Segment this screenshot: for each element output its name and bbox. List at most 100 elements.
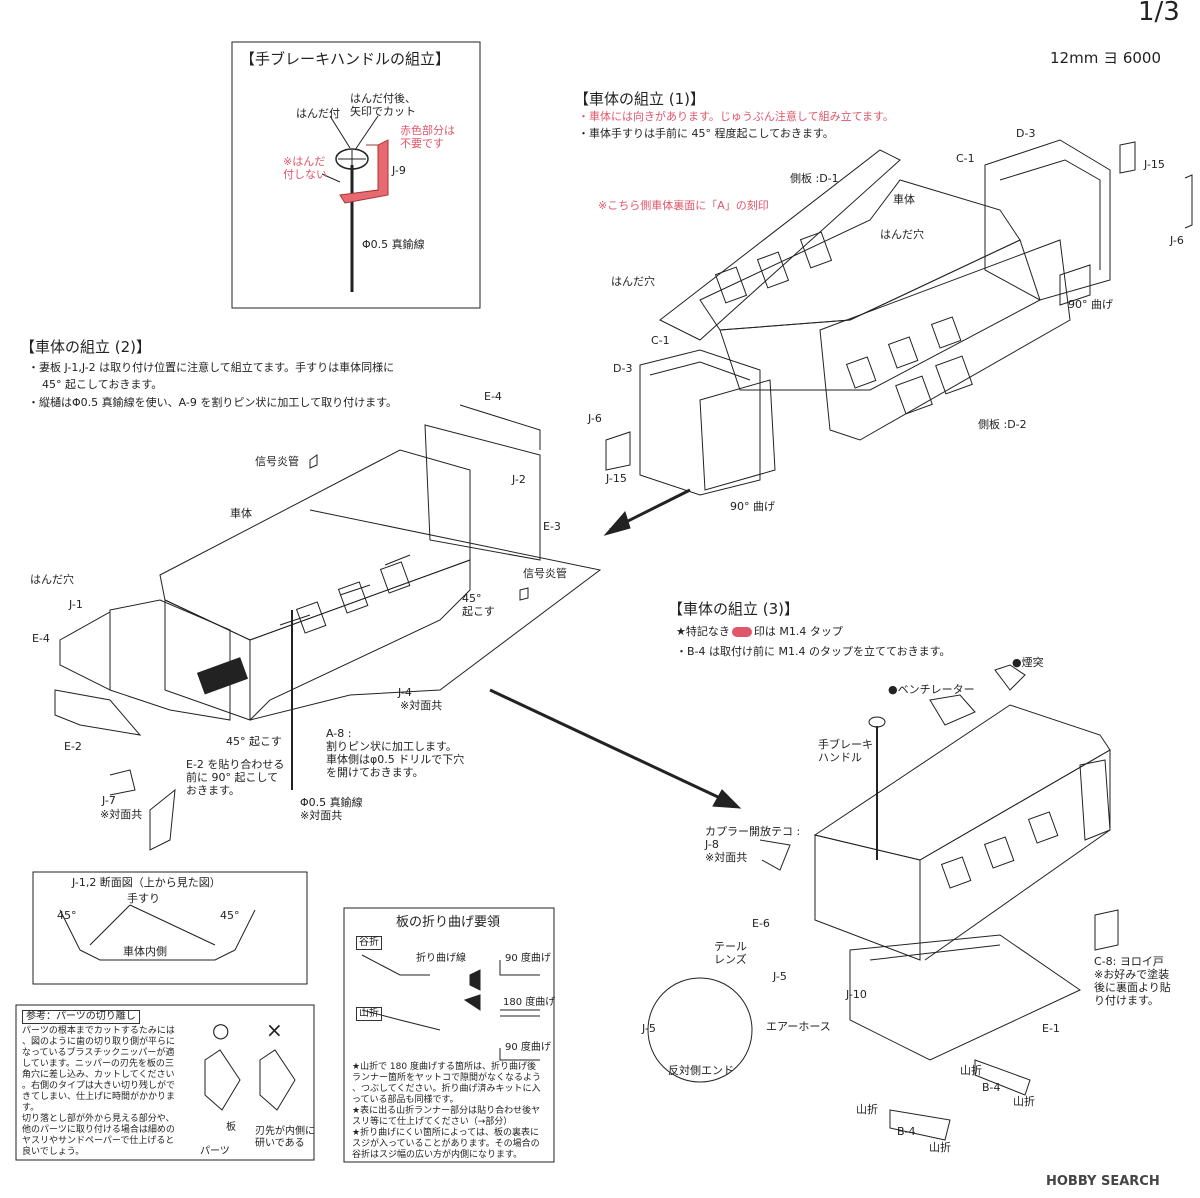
cutting-plate-label: 板: [226, 1122, 236, 1133]
a8-note: 割りピン状に加工します。 車体側はφ0.5 ドリルで下穴 を開けておきます。: [326, 740, 465, 779]
bending-90b: 90 度曲げ: [505, 1042, 551, 1053]
b4-note: ・B-4 は取付け前に M1.4 のタップを立てておきます。: [676, 645, 951, 658]
cutting-line: しています。ニッパーの刃先を板の三: [22, 1059, 174, 1069]
cutting-frame: [15, 1004, 315, 1161]
label-chimney: ●煙突: [1012, 656, 1044, 669]
handbrake-frame: [231, 41, 481, 309]
label-side-d1: 側板 :D-1: [790, 172, 839, 185]
cutting-line: 、図のように歯の切り取り側が平らに: [22, 1037, 176, 1047]
label-bend90-bottom: 90° 曲げ: [730, 500, 775, 513]
label-e4-top: E-4: [484, 390, 502, 403]
bending-note-line: 、つぶしてください。折り曲げ済みキットに入: [352, 1084, 541, 1094]
cutting-line: 他のパーツに取り付ける場合は細めの: [22, 1125, 175, 1135]
cutting-line: 。右側のタイプは大きい切り残しがで: [22, 1081, 176, 1091]
bending-valley-label: 谷折: [356, 936, 382, 950]
label-yamaori-4: 山折: [929, 1141, 951, 1154]
cutting-title: 参考：パーツの切り離し: [22, 1010, 140, 1024]
label-signal-top: 信号炎管: [255, 455, 299, 468]
section-inner: 車体内側: [123, 945, 167, 958]
body3-drawing: [647, 664, 1119, 1141]
label-j4: J-4: [398, 686, 412, 699]
body2-note2: ・縦樋はΦ0.5 真鍮線を使い、A-9 を割りピン状に加工して取り付けます。: [28, 396, 397, 409]
bending-note-line: スジが入っていることがあります。その場合の: [352, 1139, 540, 1149]
body1-note1: ・車体には向きがあります。じゅうぶん注意して組み立てます。: [578, 110, 894, 123]
label-d3-top: D-3: [1016, 127, 1036, 140]
cutting-inward-note: 刃先が内側に 研いである: [255, 1126, 315, 1149]
label-air-hose: エアーホース: [766, 1020, 831, 1033]
solder-label: はんだ付: [296, 107, 340, 120]
cutting-line: パーツの根本までカットするたみには: [22, 1026, 175, 1036]
body2-note1b: 45° 起こしておきます。: [42, 378, 163, 391]
section-handrail: 手すり: [127, 892, 160, 905]
label-j7: J-7: [102, 794, 116, 807]
section-frame: [32, 871, 308, 985]
bending-note-line: ★折り曲げにくい箇所によっては、板の裏表に: [352, 1128, 539, 1138]
bending-frame: [343, 907, 555, 1163]
label-yamaori-3: 山折: [856, 1103, 878, 1116]
label-ventilator: ●ベンチレーター: [888, 683, 975, 696]
label-j5: J-5: [773, 970, 787, 983]
label-coupler: カプラー開放テコ : J-8 ※対面共: [705, 825, 801, 864]
label-j6-left: J-6: [588, 412, 602, 425]
model-name: 12mm ヨ 6000: [1050, 49, 1162, 67]
label-bend90-r: 90° 曲げ: [1068, 298, 1113, 311]
bending-note-line: ★表に出る山折ランナー部分は貼り合わせ後ヤ: [352, 1106, 541, 1116]
a8-title: A-8 :: [326, 727, 352, 740]
label-j6-top: J-6: [1170, 234, 1184, 247]
red-oval-mark: [731, 627, 752, 637]
label-e4-left: E-4: [32, 632, 50, 645]
label-j10: J-10: [846, 988, 867, 1001]
cutting-text: パーツの根本までカットするたみには 、図のように歯の切り取り側が平らに なってい…: [22, 1026, 182, 1158]
label-handa-hole-2: はんだ穴: [30, 573, 74, 586]
bending-90a: 90 度曲げ: [505, 953, 551, 964]
section-deg-right: 45°: [220, 909, 240, 922]
bending-note-line: ランナー箇所をヤットコで隙間がなくなるよう: [352, 1073, 542, 1083]
body2-title: 【車体の組立 (2)】: [20, 338, 152, 356]
tap-note-pre: ★特記なき: [676, 625, 730, 638]
cutting-line: 角穴に差し込み、カットしてください: [22, 1070, 175, 1080]
bending-180: 180 度曲げ: [503, 997, 556, 1008]
label-e1: E-1: [1042, 1022, 1060, 1035]
section-title: J-1,2 断面図（上から見た図）: [72, 876, 221, 889]
label-wire-note: ※対面共: [300, 809, 343, 822]
e2-note: E-2 を貼り合わせる 前に 90° 起こして おきます。: [186, 758, 285, 797]
label-handbrake-3: 手ブレーキ ハンドル: [818, 738, 873, 764]
tap-note-post: 印は M1.4 タップ: [753, 625, 843, 638]
label-j15-top: J-15: [1144, 158, 1165, 171]
label-e3: E-3: [543, 520, 561, 533]
bending-note-line: 谷折はスジ幅の広い方が内側になります。: [352, 1150, 523, 1160]
label-b4-a: B-4: [982, 1081, 1001, 1094]
label-c1-top: C-1: [956, 152, 975, 165]
label-c8: C-8: ヨロイ戸 ※お好みで塗装 後に裏面より貼 り付けます。: [1094, 955, 1171, 1007]
body1-note2: ・車体手すりは手前に 45° 程度起こしておきます。: [578, 127, 834, 140]
label-shatai-2: 車体: [230, 507, 252, 520]
label-j4-note: ※対面共: [400, 699, 443, 712]
page-number: 1/3: [1138, 0, 1180, 27]
bending-notes: ★山折で 180 度曲げする箇所は、折り曲げ後 ランナー箇所をヤットコで隙間がな…: [352, 1062, 552, 1161]
body2-drawing: [54, 404, 602, 851]
label-j7-note: ※対面共: [100, 808, 143, 821]
label-j1: J-1: [69, 598, 83, 611]
label-handa-hole-l: はんだ穴: [611, 275, 655, 288]
cutting-line: ヤスリやサンドペーパーで仕上げると: [22, 1136, 175, 1146]
red-unneeded-note: 赤色部分は 不要です: [400, 124, 455, 150]
bending-fold-line: 折り曲げ線: [416, 953, 466, 964]
body3-title: 【車体の組立 (3)】: [668, 600, 800, 618]
label-yamaori-2: 山折: [1013, 1095, 1035, 1108]
bending-note-line: っている部品も同様です。: [352, 1095, 459, 1105]
label-wire-2: Φ0.5 真鍮線: [300, 796, 363, 809]
section-deg-left: 45°: [57, 909, 77, 922]
wire-label: Φ0.5 真鍮線: [362, 238, 425, 251]
bending-title: 板の折り曲げ要領: [396, 915, 501, 930]
label-e2: E-2: [64, 740, 82, 753]
label-j2: J-2: [512, 473, 526, 486]
label-side-d2: 側板 :D-2: [978, 418, 1027, 431]
label-j5-detail: J-5: [642, 1022, 656, 1035]
label-yamaori-1: 山折: [960, 1064, 982, 1077]
label-shatai-1: 車体: [893, 193, 915, 206]
handbrake-title: 【手ブレーキハンドルの組立】: [240, 50, 451, 68]
cutting-line: きてしまい、仕上げに時間がかかりま: [22, 1092, 176, 1102]
cutting-line: なっているプラスチックニッパーが適: [22, 1048, 175, 1058]
label-signal-right: 信号炎管: [523, 567, 567, 580]
coupler-detail-circle: [647, 977, 753, 1083]
